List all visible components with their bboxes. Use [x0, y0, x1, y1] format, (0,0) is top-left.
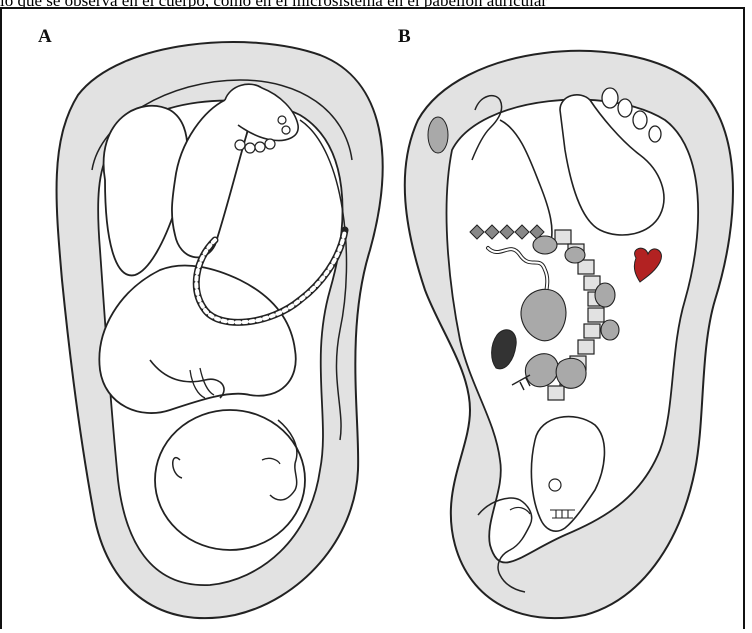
panel-label-a: A — [38, 26, 52, 48]
organ-pancreas — [601, 320, 619, 340]
organ-kidney — [533, 236, 557, 254]
organ-spleen — [565, 247, 585, 263]
panel-a-ear — [57, 42, 383, 618]
organ-liver — [595, 283, 615, 307]
organ-gray-top — [428, 117, 448, 153]
fetus-head — [155, 410, 305, 550]
panel-b-ear — [405, 51, 733, 618]
panel-label-b: B — [398, 26, 411, 48]
organ-lung-right — [556, 358, 586, 388]
